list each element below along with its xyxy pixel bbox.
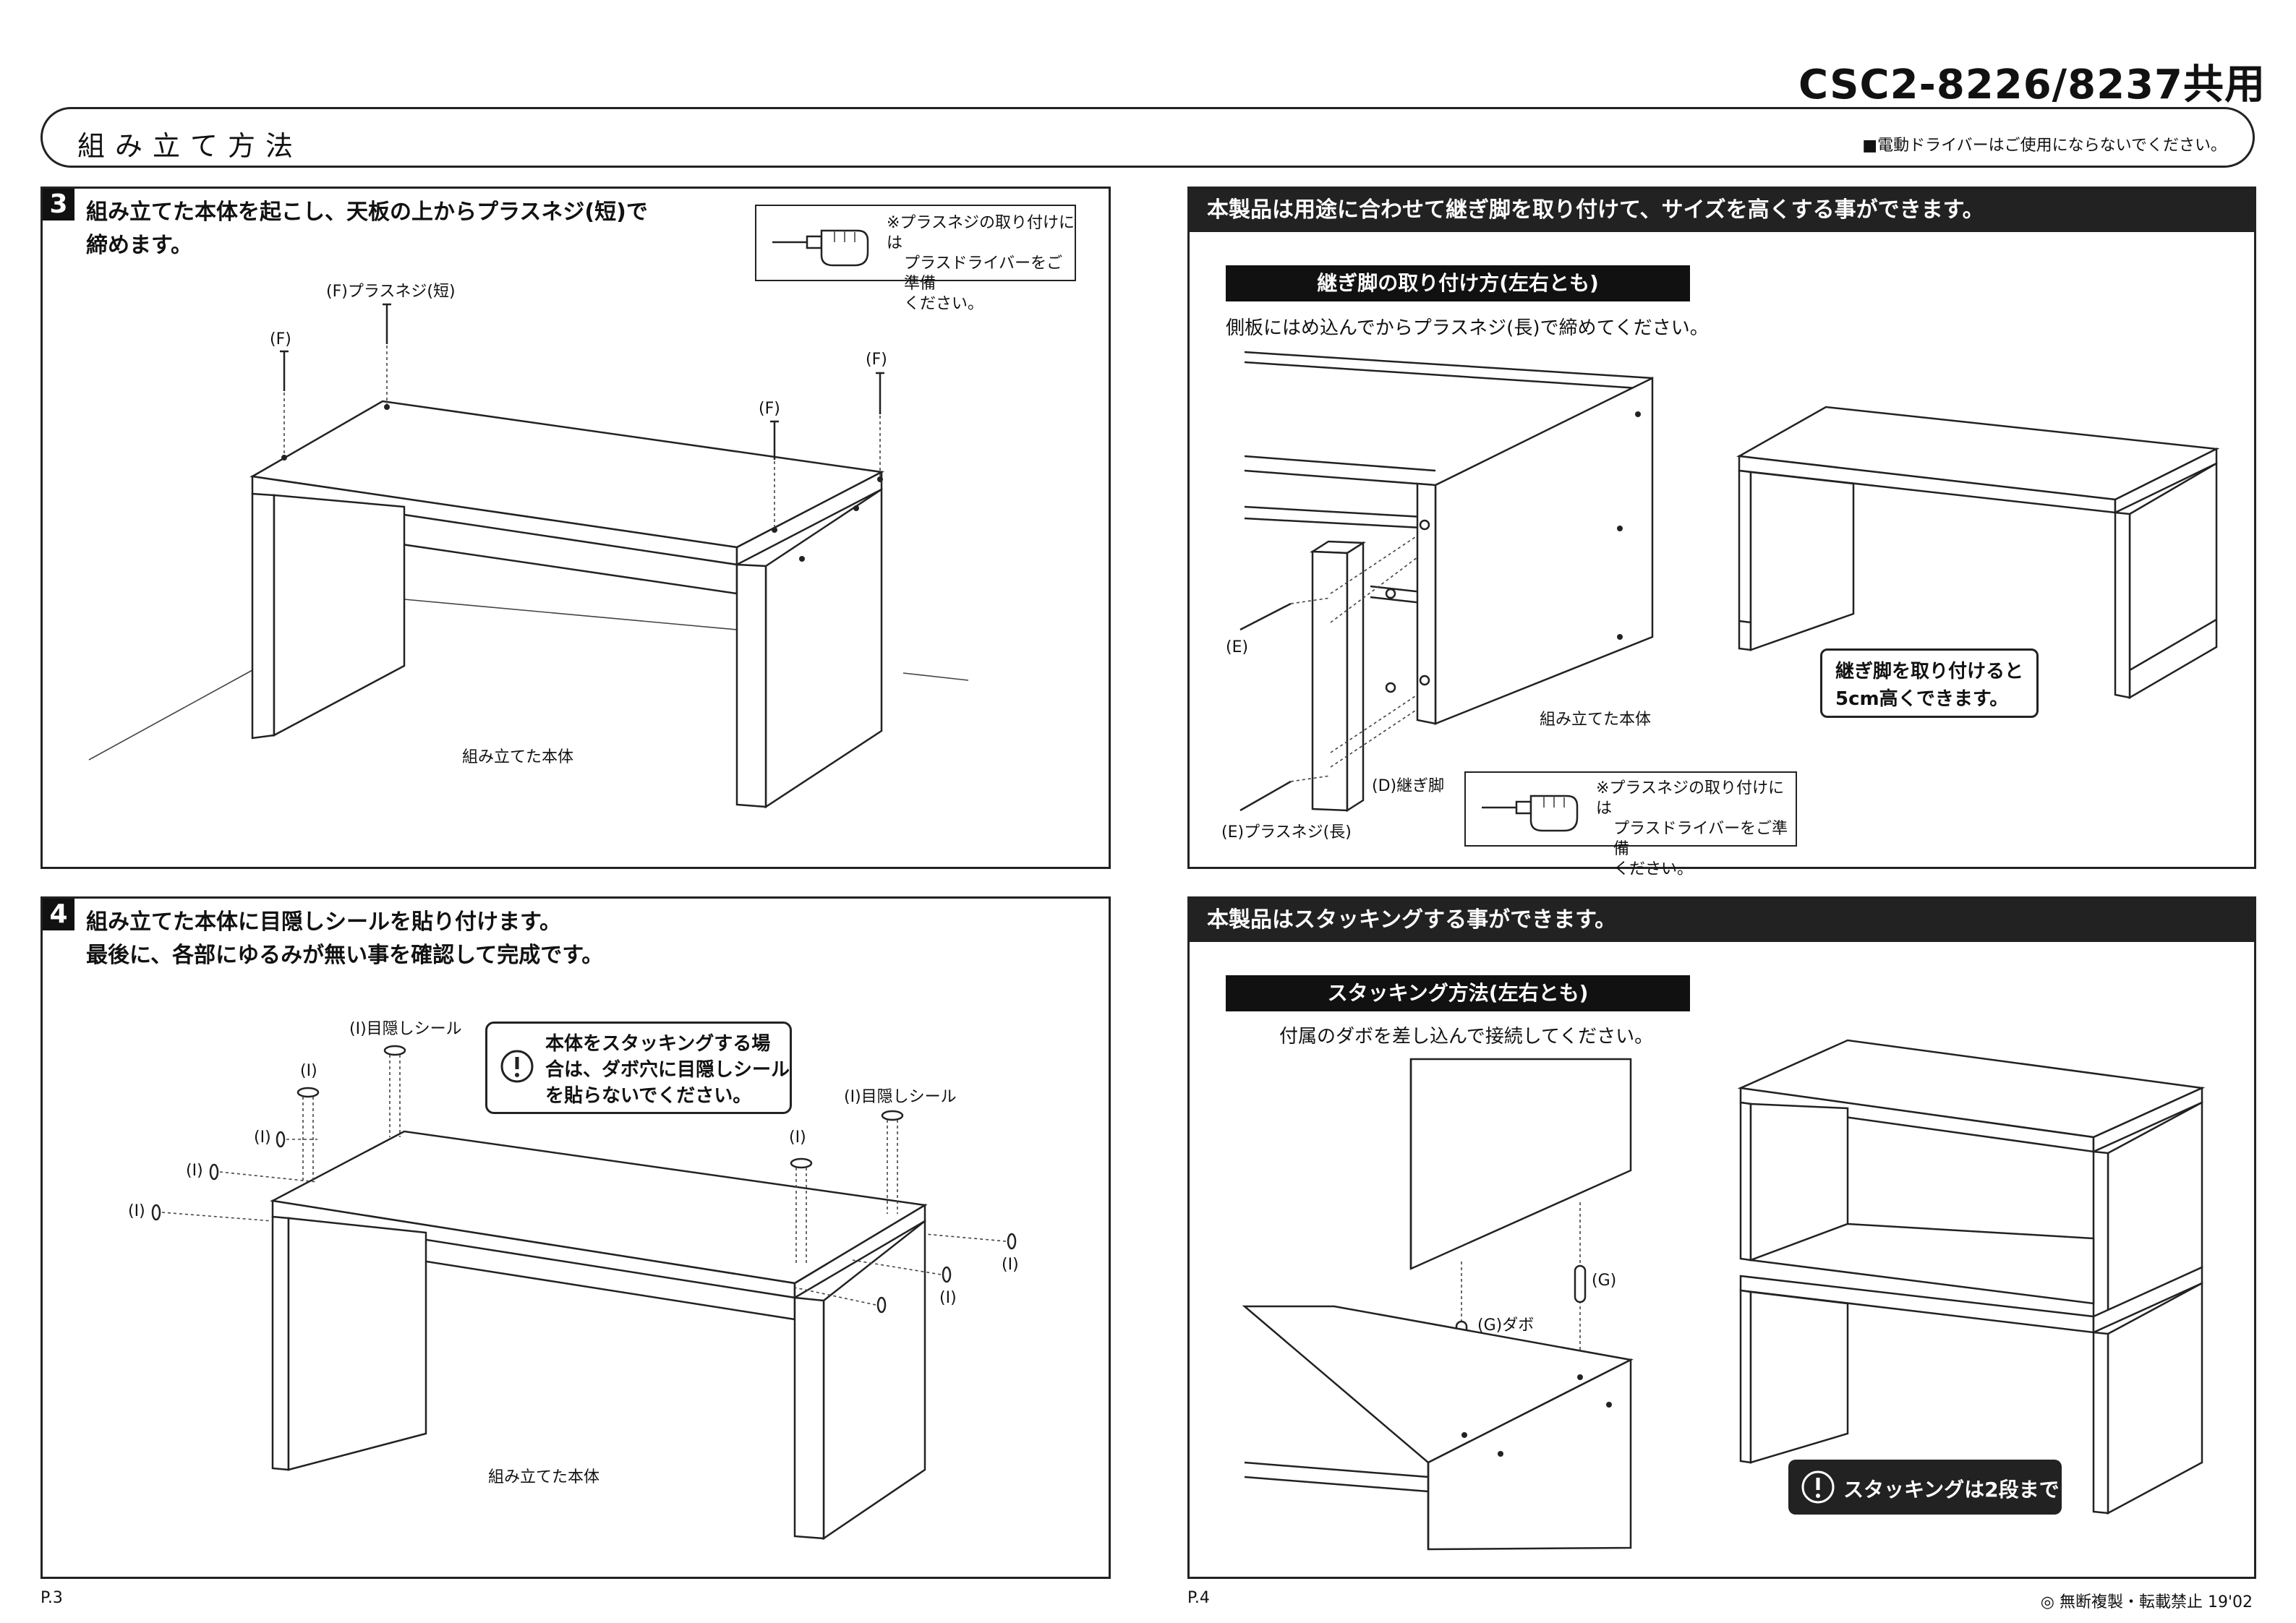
legs-panel: 本製品は用途に合わせて継ぎ脚を取り付けて、サイズを高くする事ができます。 継ぎ脚… [1187, 187, 2256, 878]
step4-number: 4 [43, 899, 74, 930]
desk-seal-illustration [151, 1045, 1017, 1541]
screwdriver-hand-icon [772, 229, 869, 267]
seal-label-1: (I)目隠しシール [349, 1020, 462, 1038]
step3-line2: 締めます。 [86, 233, 192, 258]
note-line1: ※プラスネジの取り付けには [887, 214, 1075, 252]
exclamation-icon [500, 1050, 534, 1083]
electric-driver-note: ■電動ドライバーはご使用にならないでください。 [1862, 137, 2227, 155]
i-label-5: (I) [789, 1129, 806, 1147]
warn-line1: 本体をスタッキングする場 [545, 1033, 771, 1055]
i-label-7: (I) [939, 1289, 957, 1307]
i-label-3: (I) [186, 1162, 203, 1180]
step3-line1: 組み立てた本体を起こし、天板の上からプラスネジ(短)で [86, 200, 648, 225]
step3-caption: 組み立てた本体 [462, 748, 574, 766]
model-number: CSC2-8226/8237共用 [1798, 61, 2266, 108]
step3-number: 3 [43, 189, 74, 220]
desk-illustration [88, 303, 969, 809]
dowel-label: (G)ダボ [1477, 1316, 1535, 1335]
leg-screw-label: (E)プラスネジ(長) [1221, 823, 1352, 842]
leg-label: (D)継ぎ脚 [1372, 777, 1445, 795]
i-label-2: (I) [254, 1129, 271, 1147]
step4-line2: 最後に、各部にゆるみが無い事を確認して完成です。 [86, 943, 604, 968]
legs-subhead: 継ぎ脚の取り付け方(左右とも) [1226, 265, 1690, 301]
leg-note-line3: ください。 [1613, 860, 1694, 878]
warn-line3: を貼らないでください。 [545, 1085, 752, 1107]
stacking-subhead: スタッキング方法(左右とも) [1226, 975, 1690, 1011]
copyright: ◎ 無断複製・転載禁止 19'02 [2040, 1593, 2253, 1611]
e-label: (E) [1226, 638, 1249, 656]
step4-panel: 4 組み立てた本体に目隠しシールを貼り付けます。 最後に、各部にゆるみが無い事を… [40, 896, 1111, 1579]
step4-line1: 組み立てた本体に目隠しシールを貼り付けます。 [86, 909, 561, 935]
leg-note-line1: ※プラスネジの取り付けには [1596, 779, 1784, 818]
callout-line2: 5cm高くできます。 [1835, 688, 2009, 710]
note-line2: プラスドライバーをご準備 [904, 254, 1063, 293]
screwdriver-hand-icon [1482, 795, 1579, 832]
step4-instruction: 組み立てた本体に目隠しシールを貼り付けます。 最後に、各部にゆるみが無い事を確認… [86, 906, 603, 972]
page-title: 組み立て方法 [77, 130, 304, 162]
seal-warning: 本体をスタッキングする場 合は、ダボ穴に目隠しシール を貼らないでください。 [485, 1022, 792, 1114]
leg-note-line2: プラスドライバーをご準備 [1613, 820, 1788, 858]
i-label-4: (I) [128, 1202, 145, 1220]
stacking-limit-warning: スタッキングは2段まで [1788, 1460, 2062, 1515]
f-label-2: (F) [759, 400, 780, 418]
legs-caption: 組み立てた本体 [1540, 711, 1652, 729]
callout-line1: 継ぎ脚を取り付けると [1835, 661, 2024, 682]
header-bar: 組み立て方法 ■電動ドライバーはご使用にならないでください。 [40, 107, 2255, 168]
f-label-3: (F) [866, 351, 887, 369]
step4-caption: 組み立てた本体 [488, 1468, 600, 1486]
screwdriver-note: ※プラスネジの取り付けには プラスドライバーをご準備 ください。 [755, 205, 1076, 313]
stacking-panel: 本製品はスタッキングする事ができます。 スタッキング方法(左右とも) 付属のダボ… [1187, 896, 2256, 1579]
stacking-illustration [1242, 1039, 2206, 1551]
note-line3: ください。 [904, 295, 984, 313]
exclamation-icon [1801, 1470, 1835, 1504]
seal-label-2: (I)目隠しシール [844, 1088, 957, 1106]
leg-screwdriver-note: ※プラスネジの取り付けには プラスドライバーをご準備 ください。 [1464, 771, 1797, 878]
page-number-right: P.4 [1187, 1589, 1210, 1607]
stacking-banner: 本製品はスタッキングする事ができます。 [1190, 899, 2254, 942]
i-label-1: (I) [300, 1062, 317, 1080]
leg-attachment-illustration [1239, 351, 2220, 813]
page-number-left: P.3 [40, 1589, 63, 1607]
step3-instruction: 組み立てた本体を起こし、天板の上からプラスネジ(短)で 締めます。 [86, 196, 648, 262]
screw-f-label: (F)プラスネジ(短) [326, 283, 456, 301]
leg-height-callout: 継ぎ脚を取り付けると 5cm高くできます。 [1820, 648, 2039, 718]
legs-banner: 本製品は用途に合わせて継ぎ脚を取り付けて、サイズを高くする事ができます。 [1190, 189, 2254, 232]
i-label-6: (I) [1002, 1256, 1019, 1274]
legs-instruction: 側板にはめ込んでからプラスネジ(長)で締めてください。 [1226, 317, 1709, 339]
g-label: (G) [1592, 1272, 1617, 1290]
f-label-1: (F) [270, 330, 291, 348]
warn-line2: 合は、ダボ穴に目隠しシール [545, 1059, 790, 1081]
stacking-limit-text: スタッキングは2段まで [1843, 1478, 2060, 1502]
step3-panel: 3 組み立てた本体を起こし、天板の上からプラスネジ(短)で 締めます。 ※プラス… [40, 187, 1111, 869]
stacking-instruction: 付属のダボを差し込んで接続してください。 [1279, 1026, 1654, 1048]
